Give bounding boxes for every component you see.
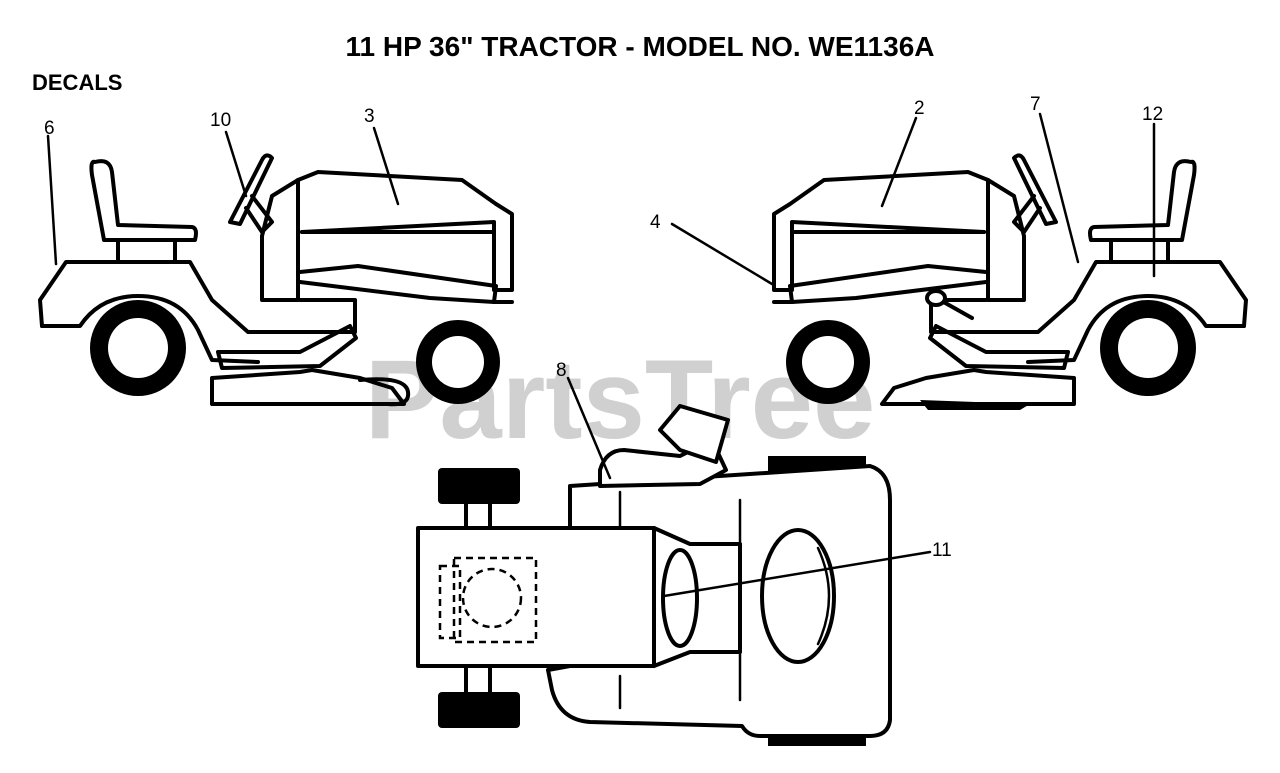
- tractor-right-side-view: [772, 153, 1248, 406]
- tractor-left-side-view: [38, 153, 514, 407]
- callout-3: 3: [364, 106, 375, 127]
- callout-2: 2: [914, 98, 925, 119]
- callout-11: 11: [932, 540, 952, 561]
- callout-12: 12: [1142, 104, 1163, 125]
- deck-decal-strip: [920, 400, 1030, 410]
- diagram-title: 11 HP 36" TRACTOR - MODEL NO. WE1136A: [346, 31, 935, 62]
- callout-7: 7: [1030, 94, 1041, 115]
- callout-6: 6: [44, 118, 55, 139]
- callout-10: 10: [210, 110, 231, 131]
- callout-8: 8: [556, 360, 567, 381]
- callouts: 6 10 3 2 4 7 12 8 11: [44, 94, 1163, 561]
- section-label: DECALS: [32, 70, 122, 95]
- callout-4: 4: [650, 212, 661, 233]
- tractor-top-view: [416, 404, 892, 746]
- leader-lines: [46, 112, 1156, 598]
